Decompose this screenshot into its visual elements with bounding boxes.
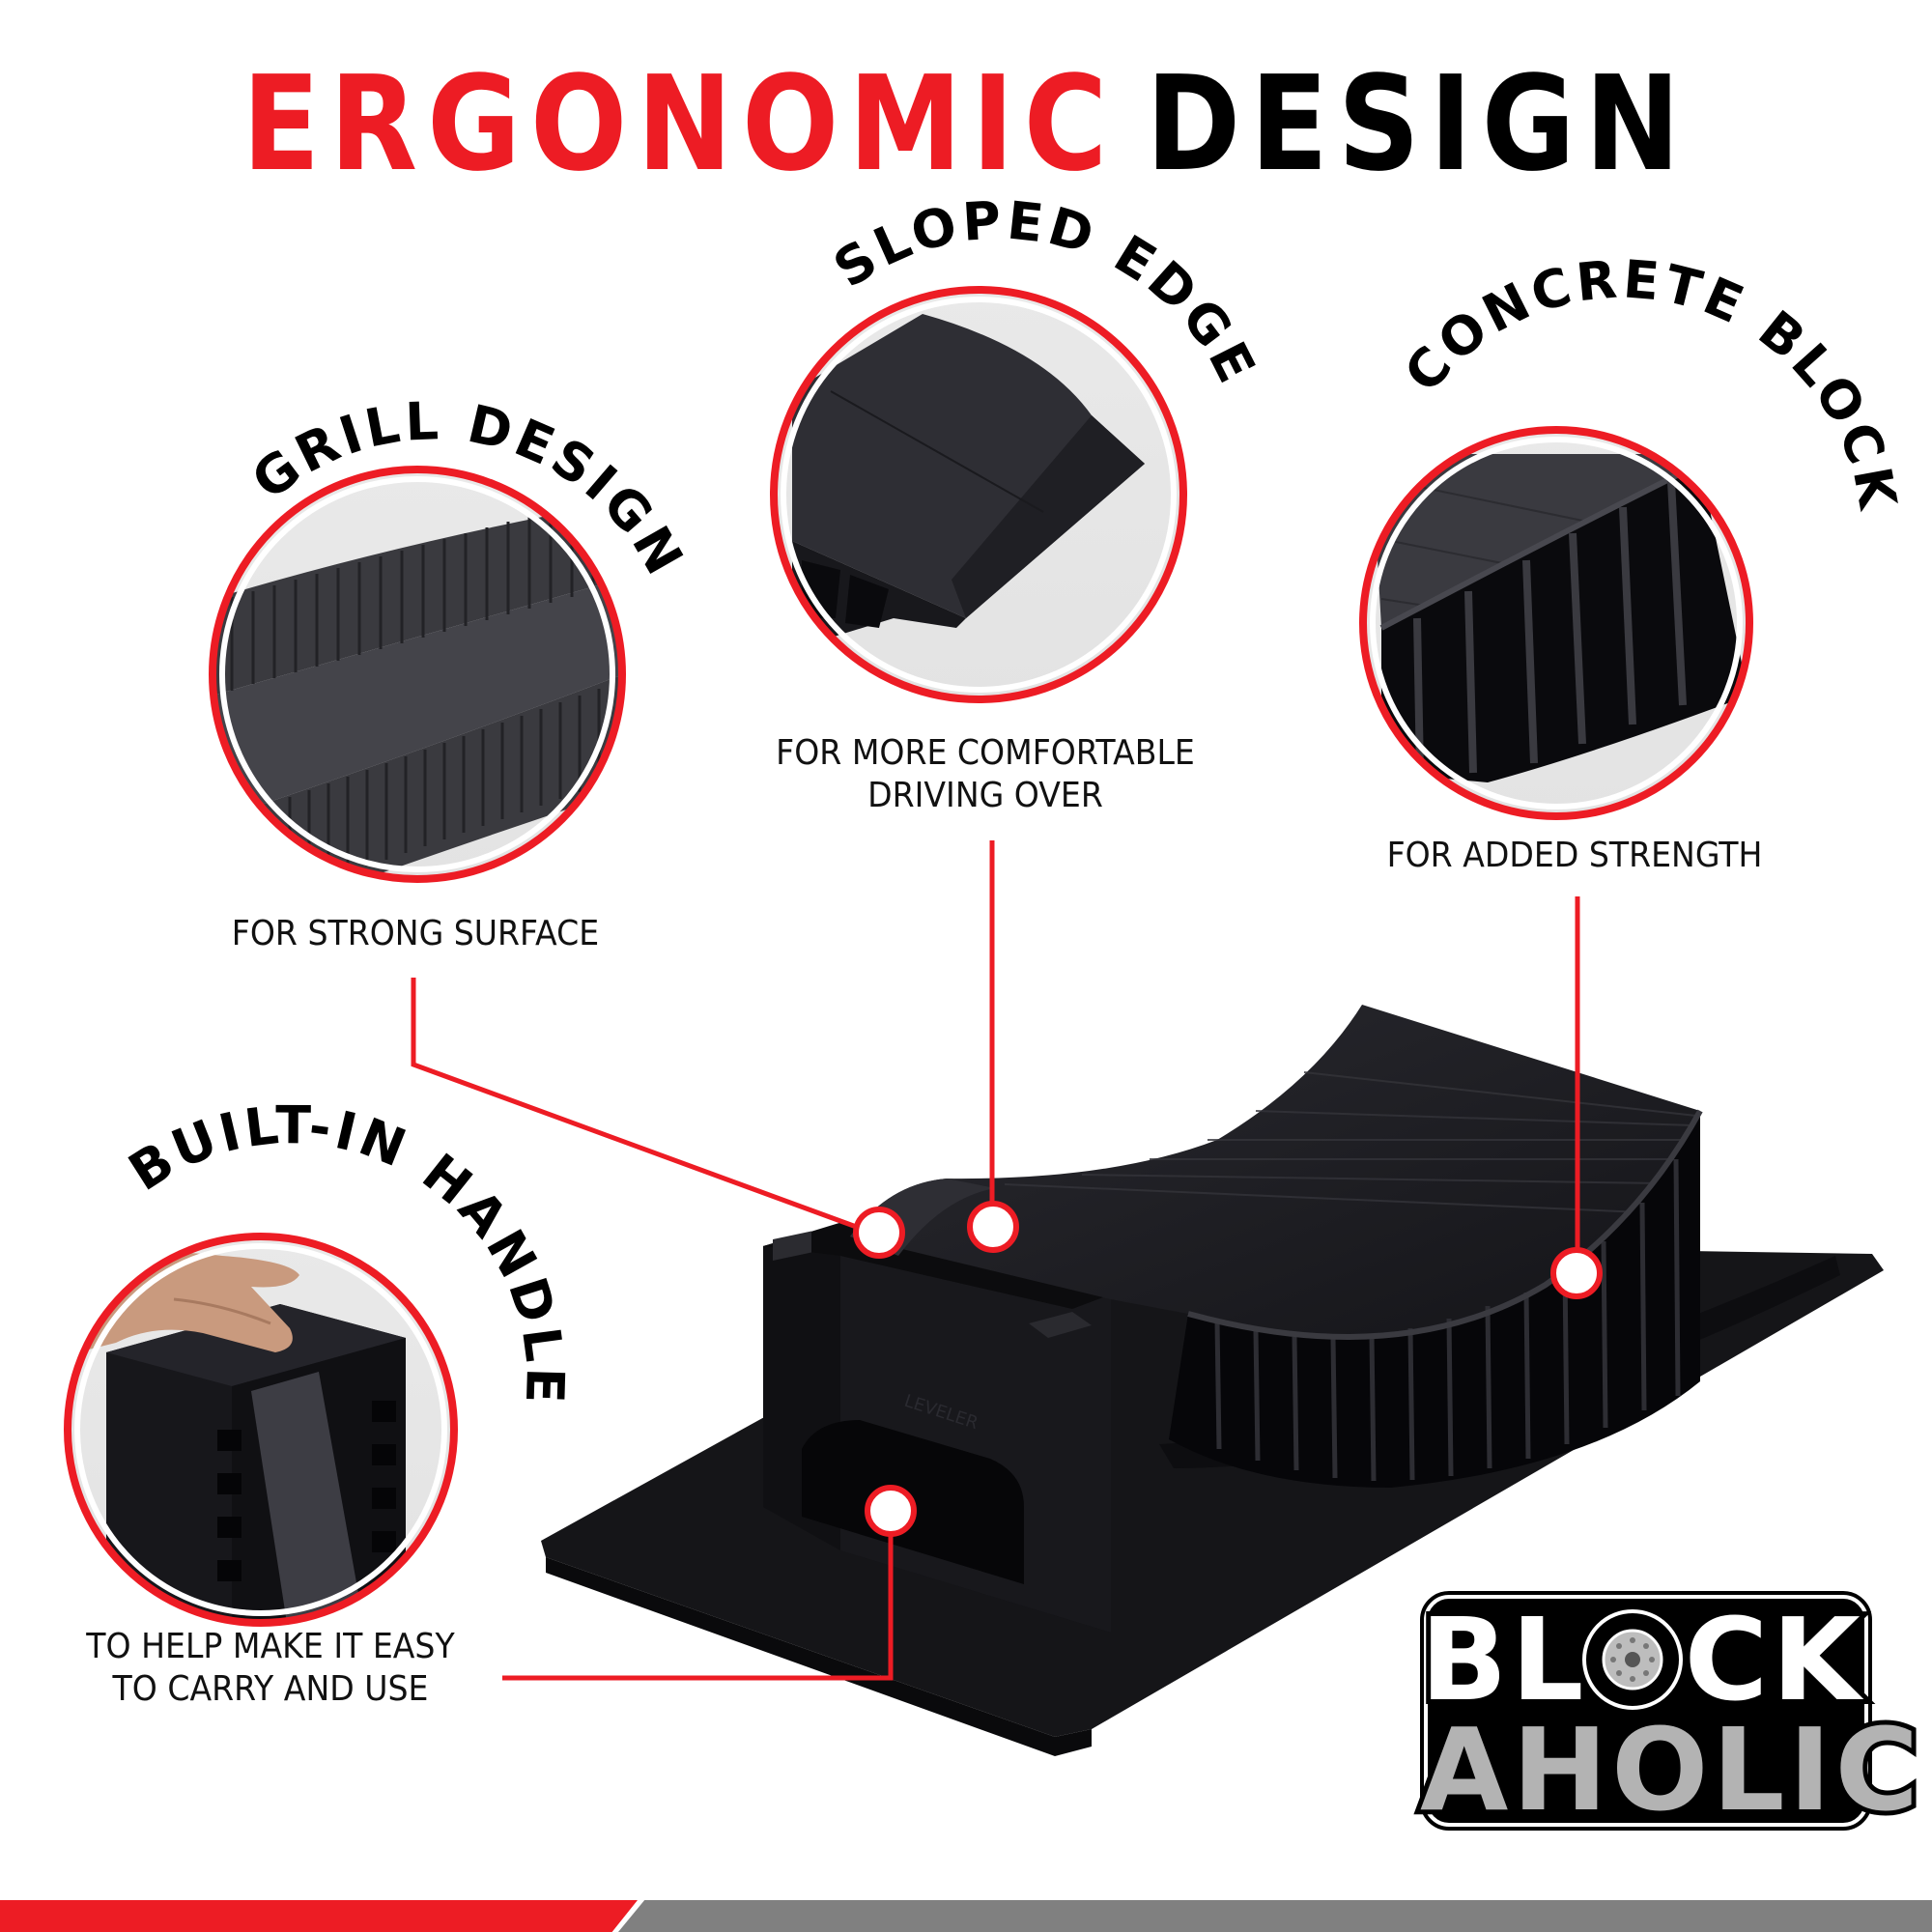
callout-lines bbox=[411, 840, 1580, 1681]
title-part-ergonomic: ERGONOMIC bbox=[242, 46, 1118, 201]
caption-sloped: FOR MORE COMFORTABLE DRIVING OVER bbox=[754, 732, 1216, 817]
inset-concrete-block: CONCRETE BLOCK bbox=[1359, 248, 1905, 820]
caption-sloped-line-2: DRIVING OVER bbox=[867, 776, 1103, 815]
caption-concrete-line-1: FOR ADDED STRENGTH bbox=[1386, 836, 1763, 875]
logo-line-aholic: AHOLIC bbox=[1415, 1703, 1923, 1836]
caption-concrete: FOR ADDED STRENGTH bbox=[1361, 835, 1788, 877]
caption-handle-line-2: TO CARRY AND USE bbox=[112, 1669, 429, 1709]
caption-grill-line-1: FOR STRONG SURFACE bbox=[231, 914, 600, 953]
wheel-icon bbox=[1582, 1609, 1683, 1710]
inset-sloped-edge: SLOPED EDGE bbox=[770, 189, 1264, 703]
callout-dot-grill[interactable] bbox=[853, 1207, 905, 1259]
callout-dots bbox=[853, 1201, 1603, 1537]
inset-grill-design: GRILL DESIGN bbox=[209, 390, 693, 883]
callout-dot-handle[interactable] bbox=[865, 1485, 917, 1537]
footer-bar-grey bbox=[618, 1900, 1932, 1932]
callout-dot-sloped[interactable] bbox=[967, 1201, 1019, 1253]
brand-logo: BLOCK AHOLIC bbox=[1415, 1589, 1923, 1836]
callout-dot-concrete[interactable] bbox=[1550, 1247, 1603, 1299]
caption-handle: TO HELP MAKE IT EASY TO CARRY AND USE bbox=[66, 1626, 474, 1711]
caption-sloped-line-1: FOR MORE COMFORTABLE bbox=[776, 733, 1195, 773]
caption-grill: FOR STRONG SURFACE bbox=[185, 913, 646, 955]
footer-bar-red bbox=[0, 1900, 638, 1932]
inset-built-in-handle: BUILT-IN HANDLE bbox=[64, 1094, 572, 1627]
caption-handle-line-1: TO HELP MAKE IT EASY bbox=[86, 1627, 455, 1666]
title-part-design: DESIGN bbox=[1146, 46, 1690, 201]
